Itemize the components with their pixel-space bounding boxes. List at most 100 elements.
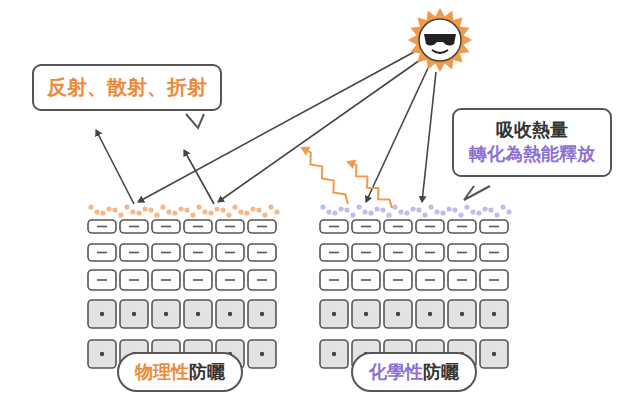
skin-cell xyxy=(320,300,348,328)
skin-cell xyxy=(120,244,148,261)
cell-mark xyxy=(97,252,107,254)
cell-mark xyxy=(425,226,435,228)
particle xyxy=(374,206,379,211)
cell-nucleus xyxy=(132,312,136,316)
node-text: 反射、散射、折射 xyxy=(46,74,208,101)
cell-nucleus xyxy=(396,312,400,316)
skin-cell xyxy=(152,270,180,290)
cell-mark xyxy=(489,252,499,254)
cell-mark xyxy=(361,226,371,228)
particle xyxy=(250,206,255,211)
cell-mark xyxy=(129,226,139,228)
skin-cell xyxy=(216,300,244,328)
skin-cell xyxy=(152,220,180,233)
skin-cell xyxy=(88,270,116,290)
cell-nucleus xyxy=(260,352,264,356)
particle xyxy=(446,206,451,211)
skin-cell xyxy=(320,340,348,368)
skin-cell xyxy=(352,244,380,261)
particle xyxy=(458,212,463,217)
particle xyxy=(184,207,189,212)
particle xyxy=(392,204,397,209)
particle xyxy=(256,207,261,212)
particle xyxy=(326,209,331,214)
skin-cell xyxy=(120,270,148,290)
cell-mark xyxy=(193,226,203,228)
particle xyxy=(380,207,385,212)
cell-mark xyxy=(329,279,339,281)
skin-cell xyxy=(448,270,476,290)
particle xyxy=(440,210,445,215)
skin-cell xyxy=(448,300,476,328)
skin-cell xyxy=(480,300,508,328)
cell-mark xyxy=(257,279,267,281)
skin-cell xyxy=(384,300,412,328)
particle xyxy=(160,204,165,209)
particle xyxy=(470,209,475,214)
cell-mark xyxy=(257,252,267,254)
heat-wave xyxy=(348,162,392,208)
particle xyxy=(410,206,415,211)
cell-mark xyxy=(361,252,371,254)
skin-cell xyxy=(416,300,444,328)
skin-cell xyxy=(216,220,244,233)
sun-face xyxy=(419,19,461,61)
particle xyxy=(142,206,147,211)
skin-cell xyxy=(152,244,180,261)
skin-cell xyxy=(480,244,508,261)
particle xyxy=(452,207,457,212)
cell-nucleus xyxy=(364,312,368,316)
cell-mark xyxy=(193,252,203,254)
particle xyxy=(232,204,237,209)
cell-mark xyxy=(193,279,203,281)
particle xyxy=(244,210,249,215)
cell-mark xyxy=(329,226,339,228)
cell-mark xyxy=(161,226,171,228)
particle xyxy=(332,210,337,215)
cell-mark xyxy=(457,226,467,228)
cell-mark xyxy=(97,279,107,281)
cell-mark xyxy=(425,279,435,281)
skin-cell xyxy=(448,220,476,233)
sun-icon xyxy=(408,8,472,72)
skin-cell xyxy=(88,244,116,261)
bubble-tail xyxy=(464,186,490,200)
cell-mark xyxy=(161,252,171,254)
particle xyxy=(262,212,267,217)
cell-mark xyxy=(457,279,467,281)
node-text: 化學性 xyxy=(369,361,423,382)
cell-nucleus xyxy=(332,352,336,356)
skin-cell xyxy=(480,340,508,368)
particle xyxy=(368,210,373,215)
particle xyxy=(482,206,487,211)
node-text: 吸收熱量 xyxy=(466,118,598,142)
particle xyxy=(214,206,219,211)
cell-mark xyxy=(457,252,467,254)
skin-cell xyxy=(320,270,348,290)
skin-cells xyxy=(88,220,508,368)
particle xyxy=(166,209,171,214)
skin-cell xyxy=(480,270,508,290)
cell-mark xyxy=(129,279,139,281)
cell-nucleus xyxy=(332,312,336,316)
cell-nucleus xyxy=(460,312,464,316)
particle xyxy=(88,204,93,209)
cell-mark xyxy=(393,252,403,254)
particle xyxy=(494,212,499,217)
skin-cell xyxy=(352,220,380,233)
skin-cell xyxy=(120,220,148,233)
skin-cell xyxy=(184,270,212,290)
cell-mark xyxy=(225,252,235,254)
particle xyxy=(398,209,403,214)
skin-cell xyxy=(248,270,276,290)
skin-cell xyxy=(352,300,380,328)
particle xyxy=(220,207,225,212)
skin-cell xyxy=(384,220,412,233)
heat-wave xyxy=(302,148,348,204)
bubble-tail xyxy=(186,114,204,128)
particle xyxy=(476,210,481,215)
particle xyxy=(178,206,183,211)
skin-cell xyxy=(416,270,444,290)
skin-cell xyxy=(184,300,212,328)
